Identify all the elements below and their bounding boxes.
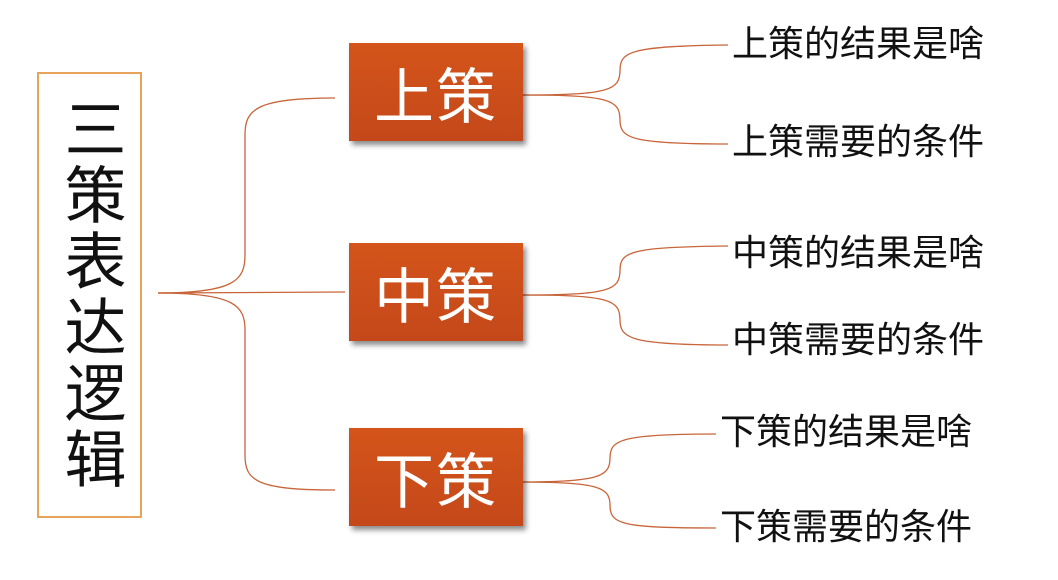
leaf-lower-result: 下策的结果是啥 bbox=[720, 412, 973, 453]
branch-node-upper: 上策 bbox=[349, 43, 523, 141]
root-node: 三策表达逻辑 bbox=[37, 72, 142, 518]
connector-lower-leaf-1 bbox=[522, 433, 717, 483]
branch-node-lower: 下策 bbox=[349, 428, 523, 526]
leaf-middle-condition: 中策需要的条件 bbox=[732, 320, 985, 361]
connector-upper-leaf-1 bbox=[522, 44, 729, 96]
connector-root-lower bbox=[157, 292, 336, 491]
branch-node-middle: 中策 bbox=[349, 243, 523, 341]
connector-middle-leaf-1 bbox=[522, 245, 729, 296]
branch-label-upper: 上策 bbox=[374, 62, 498, 133]
leaf-lower-condition: 下策需要的条件 bbox=[720, 507, 973, 548]
branch-label-lower: 下策 bbox=[374, 447, 498, 518]
connector-upper-leaf-2 bbox=[522, 94, 729, 145]
connector-root-middle bbox=[157, 291, 346, 294]
connector-root-upper bbox=[157, 97, 336, 294]
leaf-middle-result: 中策的结果是啥 bbox=[732, 233, 985, 274]
leaf-upper-condition: 上策需要的条件 bbox=[732, 122, 985, 163]
root-label: 三策表达逻辑 bbox=[53, 97, 127, 493]
branch-label-middle: 中策 bbox=[374, 262, 498, 333]
connector-middle-leaf-2 bbox=[522, 294, 729, 346]
connector-lower-leaf-2 bbox=[522, 481, 717, 529]
leaf-upper-result: 上策的结果是啥 bbox=[732, 24, 985, 65]
